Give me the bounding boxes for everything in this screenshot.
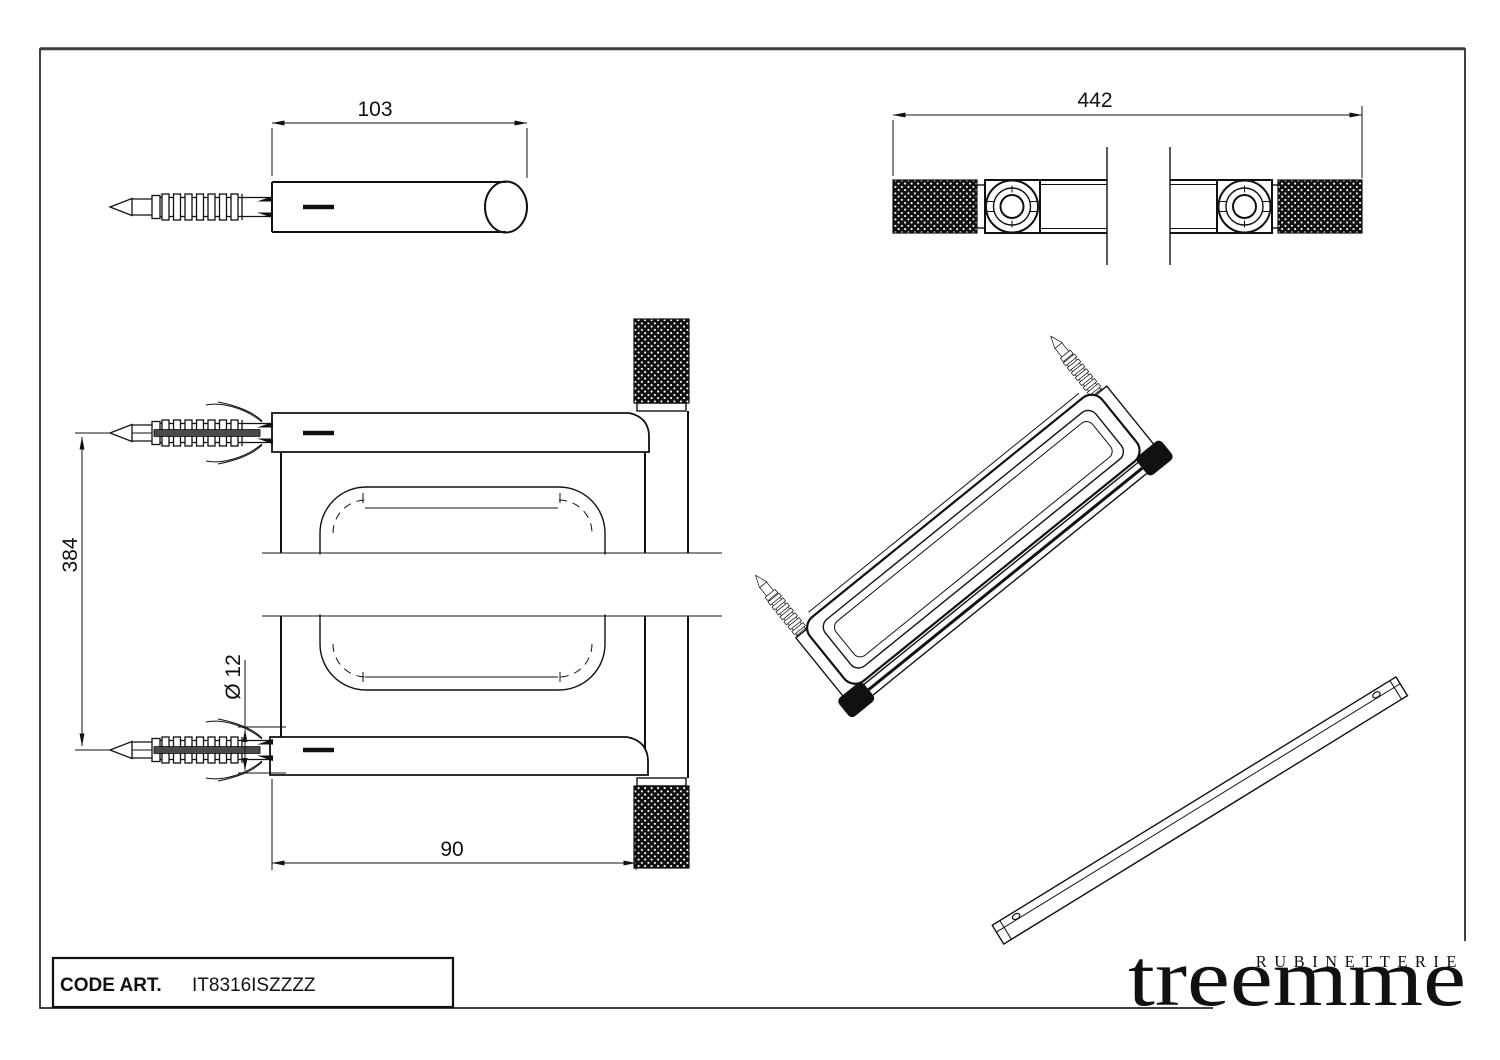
- brand-name: treemme: [1128, 932, 1466, 1023]
- bottom-wall-arm: [269, 736, 649, 776]
- code-box: [51, 956, 455, 1009]
- knurled-cap-top: [633, 318, 690, 404]
- front-view-shelf-bar: 442: [892, 89, 1363, 265]
- knurled-cap-bottom: [633, 785, 690, 869]
- iso-shelf-frame: [806, 393, 1141, 685]
- dim-90: 90: [440, 838, 463, 861]
- code-value: IT8316ISZZZZ: [192, 975, 316, 996]
- knurled-cap-left: [892, 179, 978, 234]
- wall-screw-icon: [109, 193, 334, 221]
- isometric-view-shelf: [749, 331, 1173, 718]
- dim-diameter: Ø 12: [222, 654, 245, 700]
- wall-screw-top-icon: [109, 401, 334, 465]
- rod-end-cap: [484, 180, 528, 234]
- bar-hole-left: [1011, 912, 1021, 921]
- plan-view-shelf: 384: [59, 318, 725, 870]
- flat-mounting-bar: [991, 675, 1409, 945]
- drawing-border: [39, 47, 1466, 1009]
- dim-442: 442: [1077, 89, 1112, 112]
- iso-rail-cap-right: [1136, 440, 1173, 476]
- title-block: CODE ART. IT8316ISZZZZ: [51, 956, 455, 1009]
- code-label: CODE ART.: [60, 975, 162, 996]
- dim-103: 103: [357, 98, 392, 121]
- knurled-cap-right: [1277, 179, 1363, 234]
- mount-detail-left-icon: [985, 179, 1039, 234]
- top-wall-arm: [271, 412, 650, 453]
- bar-hole-right: [1372, 691, 1381, 699]
- mount-detail-right-icon: [1217, 179, 1272, 234]
- wall-screw-bottom-icon: [109, 718, 334, 782]
- brand-tagline: RUBINETTERIE: [1256, 952, 1464, 971]
- side-view-wall-support: 103: [109, 98, 528, 234]
- dim-384: 384: [59, 537, 82, 572]
- iso-rail-cap-left: [838, 682, 875, 718]
- brand-logo: RUBINETTERIE treemme: [1128, 932, 1473, 1023]
